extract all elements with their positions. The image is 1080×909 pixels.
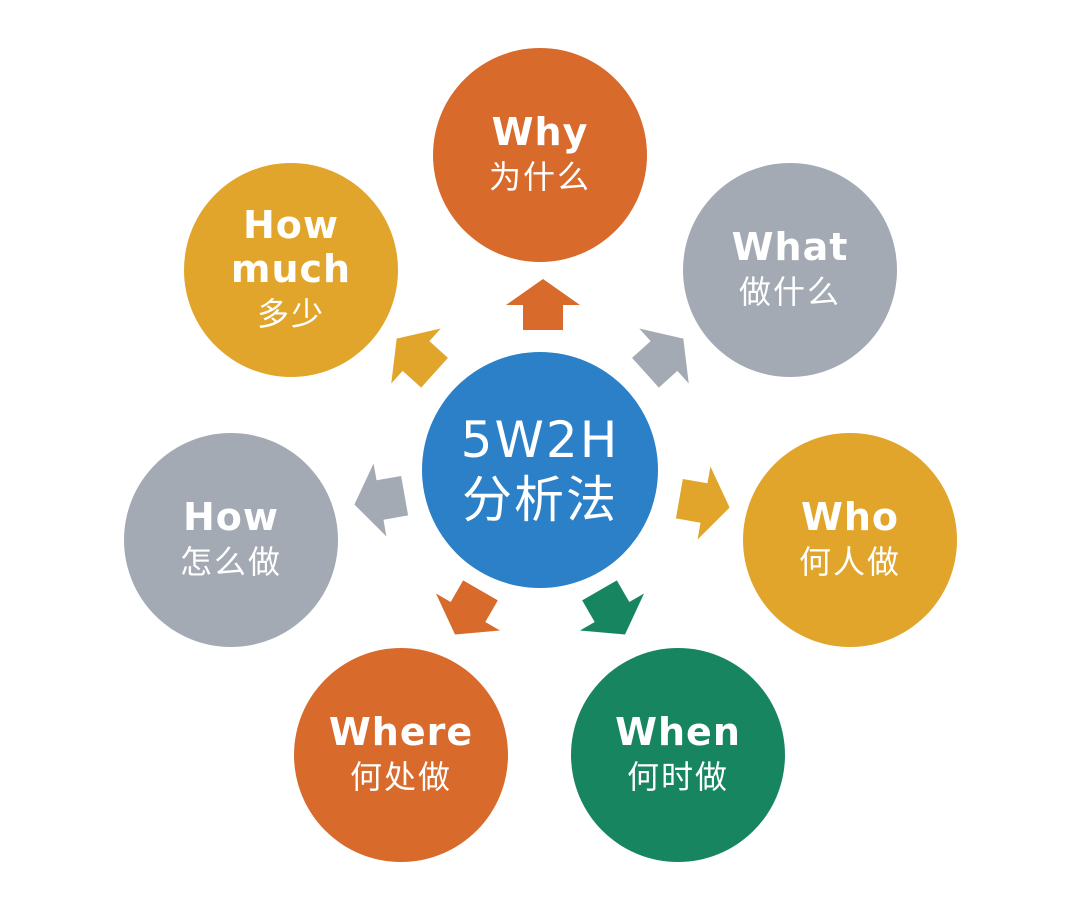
center-node-5w2h: 5W2H 分析法 [422,352,658,588]
node-what: What 做什么 [683,163,897,377]
center-title: 5W2H [460,411,620,469]
arrow-how [354,463,409,537]
arrow-where [435,580,501,635]
node-label-en: How much [230,203,352,291]
node-label-en: How [182,495,279,539]
node-label-zh: 做什么 [738,273,841,311]
node-how: How 怎么做 [124,433,338,647]
node-label-en: When [615,710,741,754]
node-label-en: Who [800,495,900,539]
node-label-zh: 多少 [256,295,325,333]
arrow-what [632,328,689,388]
node-label-zh: 何人做 [798,543,901,581]
node-label-en: What [731,225,849,269]
arrow-who [675,466,730,540]
node-label-zh: 何时做 [626,758,729,796]
arrow-why [506,279,580,330]
node-label-en: Where [328,710,474,754]
node-label-zh: 何处做 [349,758,452,796]
center-subtitle: 分析法 [462,471,618,529]
node-why: Why 为什么 [433,48,647,262]
arrow-how-much [391,328,448,388]
node-label-zh: 为什么 [488,158,591,196]
node-label-zh: 怎么做 [179,543,282,581]
node-who: Who 何人做 [743,433,957,647]
node-label-en: Why [491,110,589,154]
node-where: Where 何处做 [294,648,508,862]
arrow-when [579,580,645,635]
node-how-much: How much 多少 [184,163,398,377]
node-when: When 何时做 [571,648,785,862]
